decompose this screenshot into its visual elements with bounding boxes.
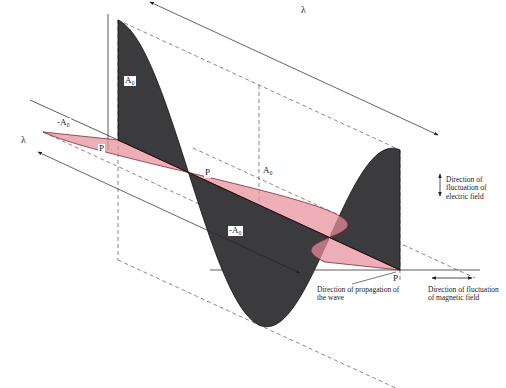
wave-label: λ bbox=[300, 4, 307, 15]
frame-line bbox=[108, 14, 109, 150]
wavelength-dimension bbox=[150, 2, 438, 135]
wave-label: -A₀ bbox=[228, 226, 243, 236]
wave-label: A₀ bbox=[262, 166, 274, 176]
wave-label: -A₀ bbox=[56, 118, 71, 128]
electric-field-wave bbox=[118, 20, 400, 327]
wave-label: P bbox=[98, 144, 105, 154]
leader-line bbox=[352, 272, 396, 284]
annotation-text: Direction of fluctuation of magnetic fie… bbox=[427, 286, 503, 303]
wave-label: λ bbox=[20, 134, 27, 145]
wave-label: P bbox=[392, 274, 399, 284]
wave-label: P bbox=[204, 168, 211, 178]
wavelength-dimension bbox=[38, 152, 300, 273]
wave-label: A₀ bbox=[124, 76, 136, 86]
electric-direction-arrow bbox=[440, 174, 441, 196]
annotation-text: Direction of fluctuation of electric fie… bbox=[445, 176, 503, 201]
annotation-text: Direction of propagation of the wave bbox=[316, 286, 408, 303]
magnetic-field-wave bbox=[43, 132, 400, 270]
propagation-axis bbox=[118, 140, 400, 270]
frame-line bbox=[30, 100, 118, 140]
magnetic-direction-arrow bbox=[432, 278, 472, 279]
